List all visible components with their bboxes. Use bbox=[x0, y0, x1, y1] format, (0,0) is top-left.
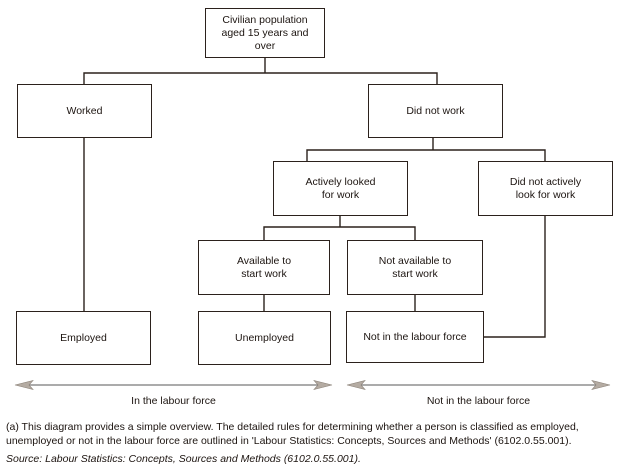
connector-didnotactively-nilf bbox=[484, 216, 546, 338]
source-text: Source: Labour Statistics: Concepts, Sou… bbox=[6, 453, 361, 465]
node-not-in-the-labour-force: Not in the labour force bbox=[346, 311, 484, 363]
connector-activelylooked-split bbox=[263, 216, 416, 240]
not-in-labour-force-label: Not in the labour force bbox=[426, 395, 531, 407]
in-labour-force-arrow bbox=[14, 379, 333, 391]
not-in-labour-force-arrow bbox=[346, 379, 611, 391]
node-did-not-actively-look-for-work: Did not actively look for work bbox=[478, 161, 613, 216]
node-not-available-to-start-work: Not available to start work bbox=[347, 240, 483, 295]
connector-didnotwork-split bbox=[306, 138, 546, 161]
connector-top-split bbox=[83, 58, 438, 84]
node-available-to-start-work: Available to start work bbox=[198, 240, 330, 295]
footnote-text: (a) This diagram provides a simple overv… bbox=[6, 421, 579, 447]
in-labour-force-label: In the labour force bbox=[131, 395, 216, 407]
node-civilian-population: Civilian population aged 15 years and ov… bbox=[205, 8, 325, 58]
node-worked: Worked bbox=[17, 84, 152, 138]
node-employed: Employed bbox=[16, 311, 151, 365]
node-unemployed: Unemployed bbox=[198, 311, 331, 365]
node-did-not-work: Did not work bbox=[368, 84, 503, 138]
node-actively-looked-for-work: Actively looked for work bbox=[273, 161, 408, 216]
